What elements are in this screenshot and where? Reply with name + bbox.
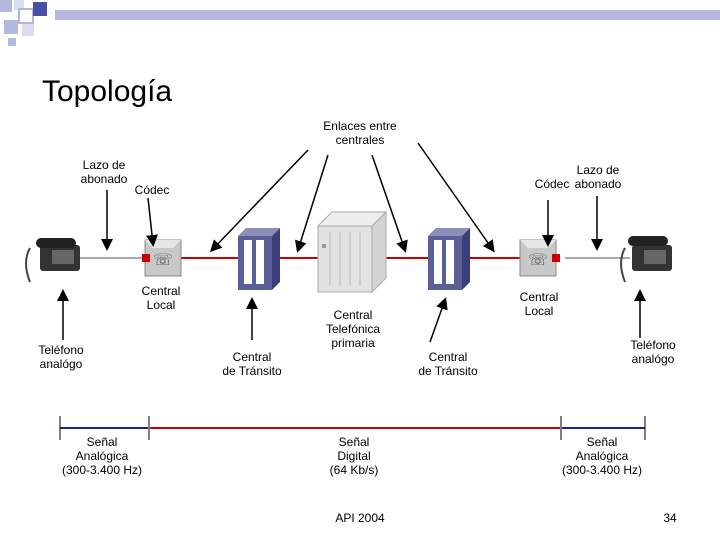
label-central-local-left: Central Local (141, 284, 181, 312)
central-telefonica-icon (316, 210, 388, 294)
arrow-codec-left (146, 197, 158, 247)
central-transito-right-icon (428, 228, 470, 290)
label-senal-mid: Señal Digital (64 Kb/s) (329, 435, 379, 477)
page-number: 34 (663, 511, 677, 525)
header-square-3 (18, 8, 34, 24)
central-transito-left-icon (238, 228, 280, 290)
header-square-5 (4, 20, 18, 34)
label-senal-left: Señal Analógica (300-3.400 Hz) (61, 435, 143, 477)
label-senal-right: Señal Analógica (300-3.400 Hz) (561, 435, 643, 477)
label-lazo-left: Lazo de abonado (80, 158, 128, 186)
arrow-enlace-4 (417, 142, 495, 253)
label-codec-left: Códec (134, 183, 170, 197)
label-lazo-right: Lazo de abonado (574, 163, 622, 191)
svg-text:☏: ☏ (153, 252, 173, 269)
arrow-transito-right (429, 297, 448, 343)
svg-text:☏: ☏ (528, 252, 548, 269)
label-transito-left: Central de Tránsito (222, 350, 282, 378)
header-square-1 (0, 0, 12, 12)
label-central-local-right: Central Local (519, 290, 559, 318)
slide-title: Topología (42, 75, 173, 108)
header-square-6 (22, 24, 34, 36)
header-square-7 (8, 38, 16, 46)
label-telefono-right: Teléfono analógo (630, 338, 676, 366)
telephone-left-icon (25, 238, 80, 283)
header-bar (55, 10, 720, 20)
header-square-4 (33, 2, 47, 16)
label-transito-right: Central de Tránsito (418, 350, 478, 378)
arrow-enlace-1 (209, 149, 309, 253)
central-local-right-icon: ☏ (519, 239, 560, 277)
label-enlaces: Enlaces entre centrales (323, 119, 397, 147)
label-telefono-left: Teléfono analógo (38, 343, 84, 371)
footer-center: API 2004 (335, 511, 385, 525)
telephone-right-icon (620, 236, 672, 283)
central-local-left-icon: ☏ (142, 239, 182, 277)
arrow-enlace-2 (294, 154, 329, 253)
header-square-2 (14, 0, 24, 10)
arrow-enlace-3 (371, 154, 408, 253)
label-codec-right: Códec (534, 177, 570, 191)
label-telefonica: Central Telefónica primaria (325, 308, 381, 350)
